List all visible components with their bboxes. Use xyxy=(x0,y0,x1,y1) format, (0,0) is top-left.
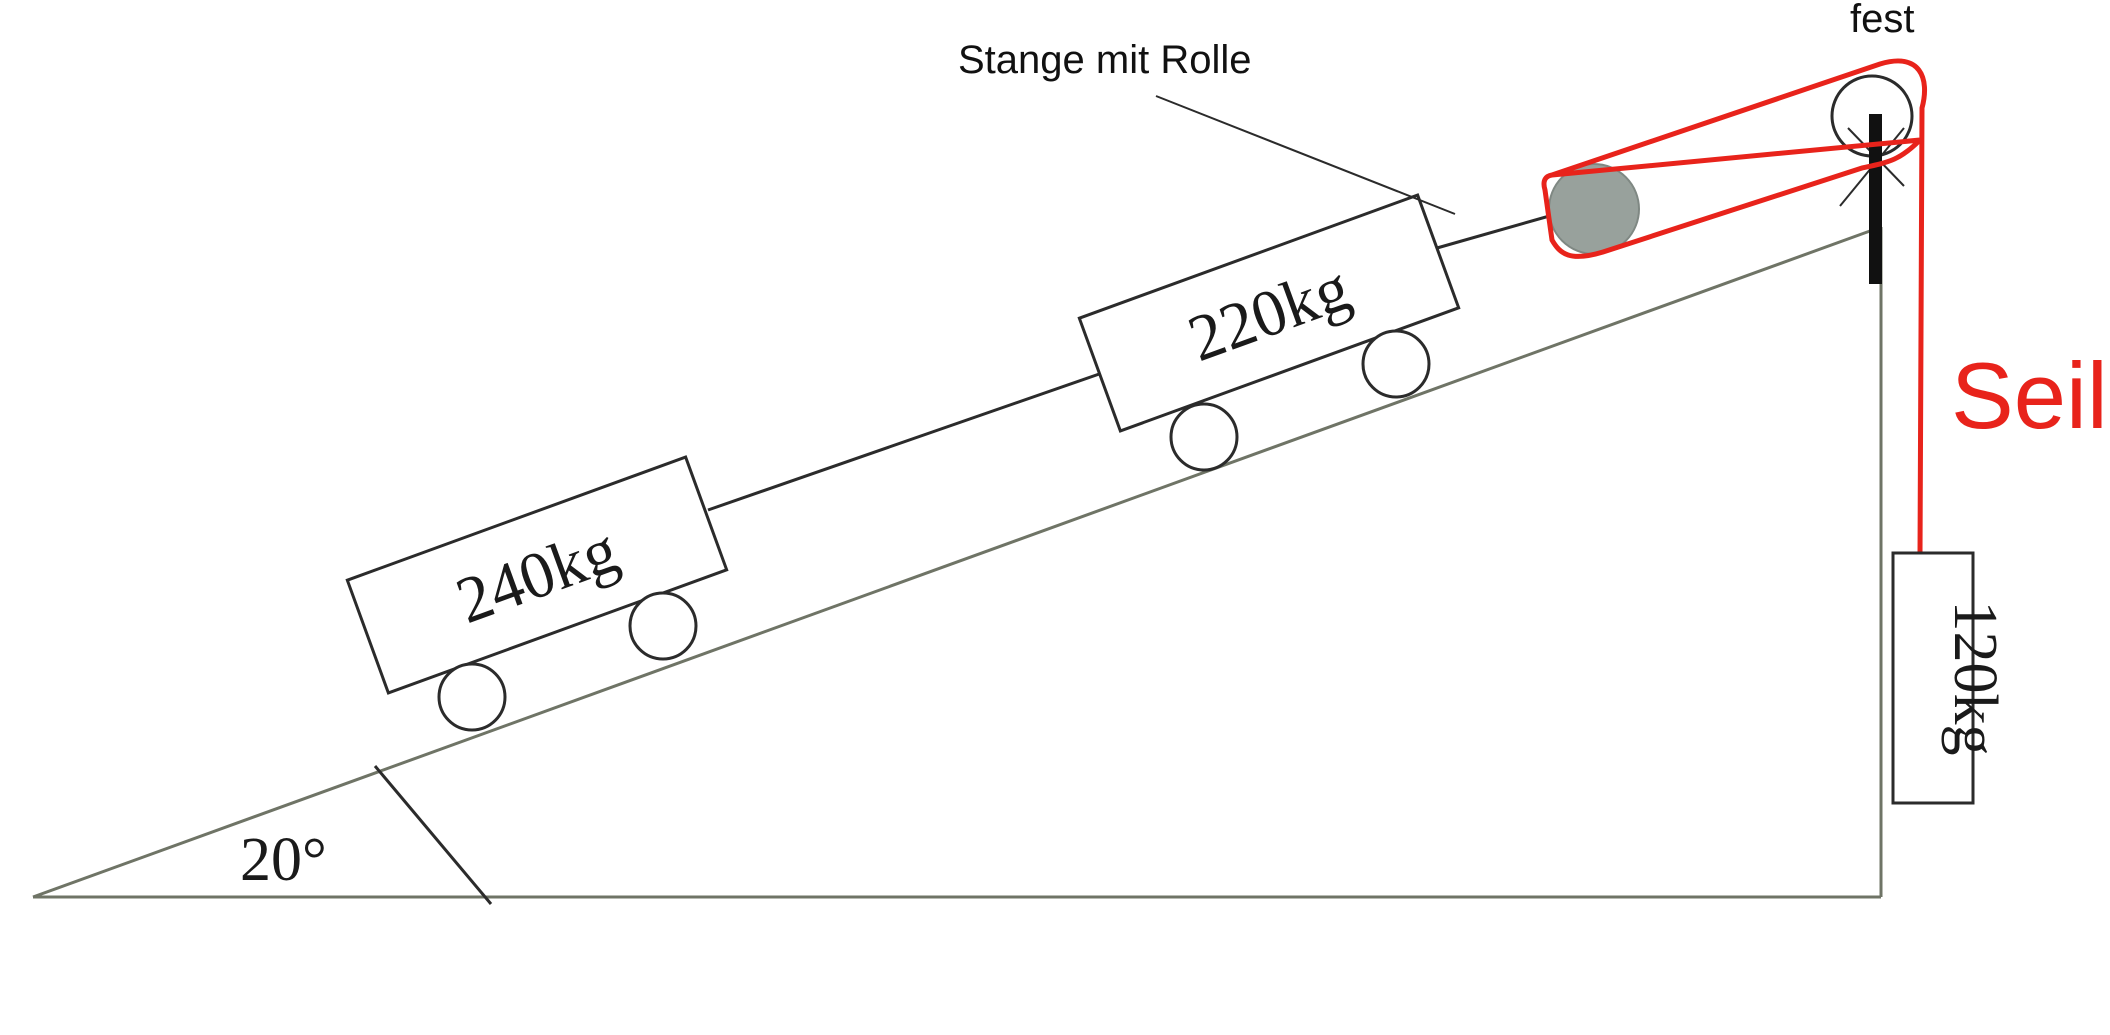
hanging-mass-box xyxy=(1891,551,1975,805)
angle-label: 20° xyxy=(240,826,327,894)
incline-ramp xyxy=(32,225,1882,899)
hanging-mass-label: 120kg xyxy=(1941,601,2009,756)
fixed-mount-post xyxy=(1869,114,1882,284)
upper-cart-body xyxy=(1077,193,1461,433)
upper-cart-wheel-front xyxy=(1361,329,1431,399)
rod-upper-cart-to-pulley xyxy=(1436,211,1561,250)
angle-arc-line xyxy=(373,765,493,905)
rod-lower-to-upper-cart xyxy=(707,370,1106,512)
upper-cart-wheel-rear xyxy=(1169,402,1239,472)
lower-cart-wheel-rear xyxy=(437,662,507,732)
movable-pulley xyxy=(1548,163,1640,255)
rod-with-pulley-label: Stange mit Rolle xyxy=(958,38,1251,82)
rod-label-leader xyxy=(1155,95,1456,215)
upper-cart: 220kg xyxy=(1077,193,1461,433)
fixed-label: fest xyxy=(1850,0,1914,41)
rope-highlight xyxy=(1541,58,1928,556)
lower-cart-wheel-front xyxy=(628,591,698,661)
lower-cart-body xyxy=(345,455,729,695)
incline xyxy=(32,225,1883,899)
rope-label: Seil xyxy=(1951,343,2108,448)
lower-cart: 240kg xyxy=(345,455,729,695)
